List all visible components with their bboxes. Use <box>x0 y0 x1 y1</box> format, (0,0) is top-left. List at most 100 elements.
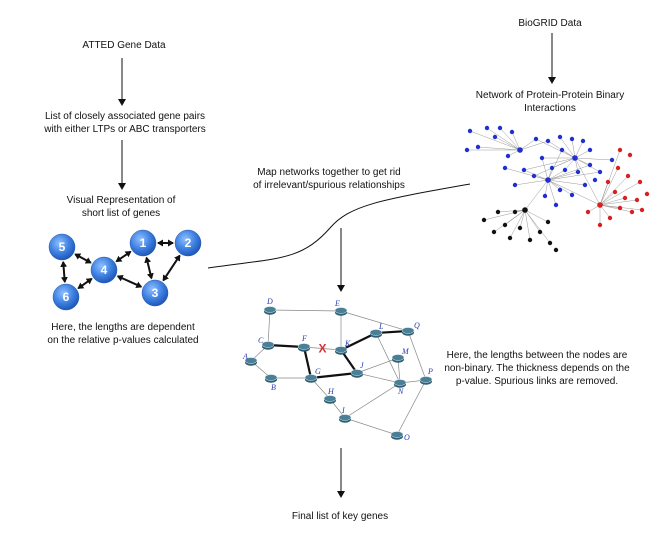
ppi-edge <box>547 149 563 181</box>
router-node-top-Q <box>401 327 415 334</box>
router-node-top-B <box>264 374 278 381</box>
ppi-node <box>502 222 508 228</box>
ppi-edge <box>504 167 549 181</box>
ppi-edge <box>524 209 531 241</box>
ppi-edge <box>599 204 633 213</box>
gene-node-label-2: 2 <box>185 236 192 250</box>
ppi-hub-node <box>545 177 551 183</box>
ppi-network <box>464 125 650 253</box>
router-edge-K-L <box>340 332 377 351</box>
ppi-node <box>557 134 563 140</box>
router-edge-C-D <box>267 309 271 346</box>
router-node-label-H: H <box>327 387 335 396</box>
ppi-edge <box>547 164 591 181</box>
gene-node-label-6: 6 <box>63 290 70 304</box>
ppi-node <box>585 209 591 215</box>
router-edge-J-M <box>356 357 399 374</box>
ppi-node <box>644 191 650 197</box>
ppi-node <box>612 189 618 195</box>
ppi-edge <box>524 209 549 223</box>
ppi-node <box>627 152 633 158</box>
gene-node-label-4: 4 <box>101 263 108 277</box>
ppi-edge <box>541 157 549 181</box>
ppi-edge <box>547 179 601 206</box>
router-node-top-F <box>297 343 311 350</box>
ppi-edge <box>509 209 526 239</box>
ppi-edge <box>599 199 638 206</box>
ppi-node <box>537 229 543 235</box>
router-node-top-L <box>369 329 383 336</box>
ppi-edge <box>599 167 619 206</box>
ppi-node <box>547 240 553 246</box>
ppi-node <box>527 237 533 243</box>
ppi-edge <box>547 179 586 186</box>
router-node-label-P: P <box>427 367 433 376</box>
router-node-label-G: G <box>315 367 321 376</box>
ppi-hub-node <box>522 207 528 213</box>
ppi-node <box>582 182 588 188</box>
ppi-edge <box>574 149 591 159</box>
router-node-top-D <box>263 306 277 313</box>
ppi-edge <box>599 197 626 206</box>
ppi-edge <box>599 181 641 206</box>
router-node-label-B: B <box>271 383 276 392</box>
ppi-edge <box>524 179 549 211</box>
router-edge-D-E <box>269 309 342 312</box>
router-node-top-J <box>350 369 364 376</box>
ppi-node <box>492 134 498 140</box>
gene-edge-4-3 <box>116 275 143 288</box>
ppi-edge <box>499 127 521 151</box>
ppi-node <box>497 125 503 131</box>
ppi-edge <box>574 157 613 161</box>
ppi-node <box>597 222 603 228</box>
ppi-edge <box>504 209 526 226</box>
router-node-top-E <box>334 307 348 314</box>
ppi-edge <box>514 179 549 186</box>
ppi-hub-node <box>517 147 523 153</box>
ppi-node <box>502 165 508 171</box>
router-edge-P-Q <box>407 330 427 381</box>
ppi-node <box>629 209 635 215</box>
ppi-edge <box>547 171 579 181</box>
router-edge-E-Q <box>340 310 409 332</box>
ppi-node <box>512 209 518 215</box>
ppi-node <box>481 217 487 223</box>
ppi-edge <box>535 138 576 159</box>
ppi-edge <box>547 179 557 206</box>
ppi-node <box>622 195 628 201</box>
router-node-label-L: L <box>378 322 384 331</box>
gene-node-label-5: 5 <box>59 240 66 254</box>
ppi-node <box>617 147 623 153</box>
ppi-node <box>597 169 603 175</box>
ppi-edge <box>519 138 537 151</box>
ppi-line-1: Network of Protein-Protein Binary <box>475 90 625 101</box>
gene-node-1 <box>129 229 157 257</box>
ppi-node <box>553 202 559 208</box>
ppi-edge <box>547 171 601 181</box>
ppi-edge <box>571 138 576 159</box>
ppi-node <box>569 136 575 142</box>
router-edge-I-O <box>344 417 398 436</box>
ppi-edge <box>511 131 521 151</box>
router-node-label-I: I <box>341 406 345 415</box>
ppi-node <box>637 179 643 185</box>
gene-edge-1-4 <box>115 250 132 263</box>
ppi-node <box>549 165 555 171</box>
ppi-node <box>539 155 545 161</box>
nonbinary-line-1: Here, the lengths between the nodes are <box>446 350 628 361</box>
gene-edge-4-5 <box>74 253 92 264</box>
ppi-node <box>475 144 481 150</box>
router-node-label-M: M <box>401 347 410 356</box>
router-node-label-E: E <box>334 299 340 308</box>
router-node-label-Q: Q <box>414 321 420 330</box>
ppi-node <box>580 138 586 144</box>
ppi-edge <box>519 140 549 151</box>
gene-node-5 <box>48 233 76 261</box>
ppi-node <box>531 173 537 179</box>
ppi-hub-node <box>597 202 603 208</box>
ppi-edge <box>477 146 521 151</box>
gene-edge-2-3 <box>162 254 181 282</box>
ppi-node <box>509 129 515 135</box>
gene-edge-1-3 <box>144 256 154 280</box>
